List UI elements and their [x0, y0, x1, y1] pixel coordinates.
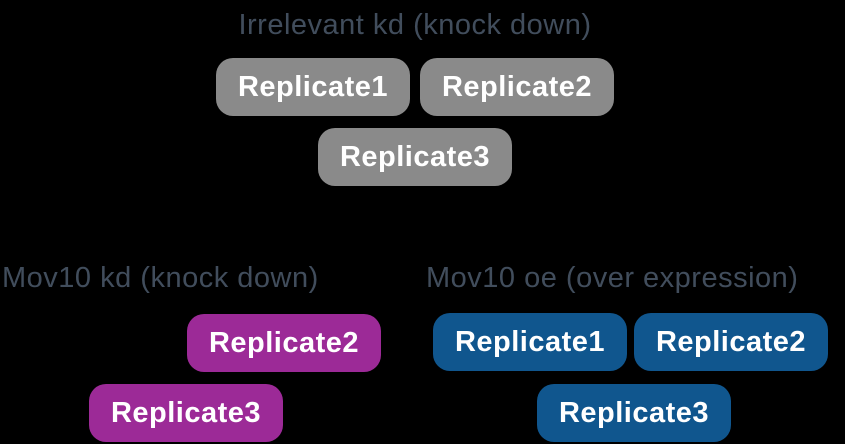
mov10-oe-replicate3-pill[interactable]: Replicate3: [537, 384, 731, 442]
mov10-kd-replicate2-pill[interactable]: Replicate2: [187, 314, 381, 372]
irrelevant-kd-replicate3-pill[interactable]: Replicate3: [318, 128, 512, 186]
irrelevant-kd-replicate2-pill[interactable]: Replicate2: [420, 58, 614, 116]
irrelevant-kd-replicate1-pill[interactable]: Replicate1: [216, 58, 410, 116]
group-title-mov10-oe: Mov10 oe (over expression): [426, 262, 799, 294]
mov10-oe-replicate1-pill[interactable]: Replicate1: [433, 313, 627, 371]
mov10-kd-replicate3-pill[interactable]: Replicate3: [89, 384, 283, 442]
group-title-irrelevant-kd: Irrelevant kd (knock down): [238, 9, 592, 41]
group-title-mov10-kd: Mov10 kd (knock down): [2, 262, 319, 294]
mov10-oe-replicate2-pill[interactable]: Replicate2: [634, 313, 828, 371]
